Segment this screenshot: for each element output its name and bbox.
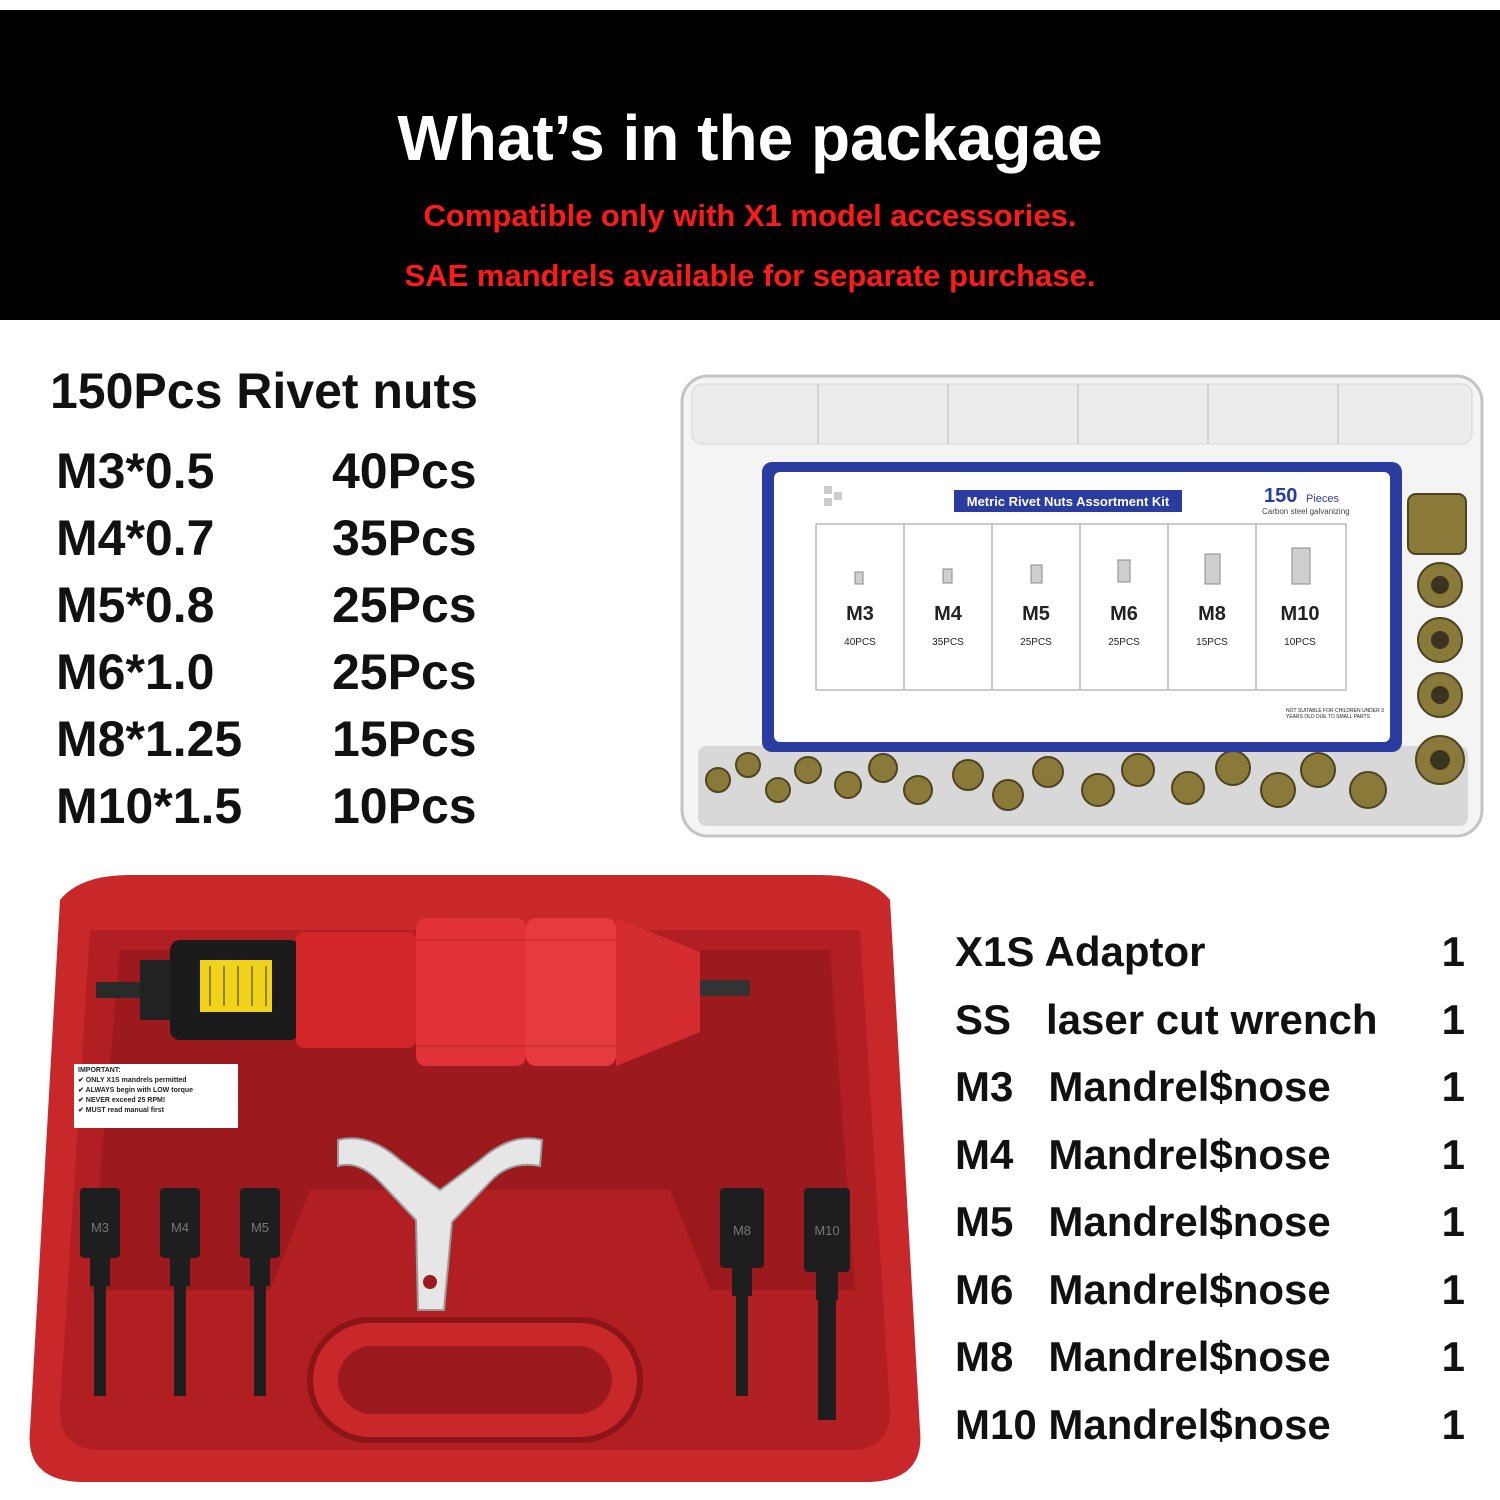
notice-line: ✔ NEVER exceed 25 RPM! xyxy=(78,1097,166,1104)
mandrel-label: M8 xyxy=(733,1223,751,1238)
svg-text:25PCS: 25PCS xyxy=(1020,637,1052,648)
kit-count: 150 xyxy=(1264,485,1297,507)
rivet-nuts-title: 150Pcs Rivet nuts xyxy=(50,363,478,419)
compatibility-note: Compatible only with X1 model accessorie… xyxy=(423,198,1077,233)
mandrel-label: M10 xyxy=(814,1223,839,1238)
kit-label: Metric Rivet Nuts Assortment Kit 150 Pie… xyxy=(762,462,1402,752)
mandrel-label: M5 xyxy=(251,1220,269,1235)
mandrel-set-right xyxy=(720,1188,850,1420)
adaptor-image xyxy=(96,918,750,1066)
svg-text:M10: M10 xyxy=(1281,603,1320,625)
page-title: What’s in the packagae xyxy=(397,102,1103,174)
tool-case-image: IMPORTANT: ✔ ONLY X1S mandrels permitted… xyxy=(29,875,921,1482)
mandrel-label: M4 xyxy=(171,1220,189,1235)
svg-text:10PCS: 10PCS xyxy=(1284,637,1316,648)
choking-warning: NOT SUITABLE FOR CHILDREN UNDER 3 YEARS … xyxy=(1286,708,1384,720)
sae-note: SAE mandrels available for separate purc… xyxy=(404,258,1096,293)
rivet-nut-pile xyxy=(698,493,1468,826)
svg-text:M8: M8 xyxy=(1198,603,1226,625)
header-banner: What’s in the packagae Compatible only w… xyxy=(0,10,1500,320)
notice-line: ✔ ONLY X1S mandrels permitted xyxy=(78,1077,187,1084)
mandrel-label: M3 xyxy=(91,1220,109,1235)
svg-text:M6: M6 xyxy=(1110,603,1138,625)
svg-text:M5: M5 xyxy=(1022,603,1050,625)
notice-line: ✔ ALWAYS begin with LOW torque xyxy=(78,1087,194,1094)
notice-line: ✔ MUST read manual first xyxy=(78,1107,164,1114)
wrench-image xyxy=(337,1137,544,1311)
svg-text:25PCS: 25PCS xyxy=(1108,637,1140,648)
svg-text:15PCS: 15PCS xyxy=(1196,637,1228,648)
mandrel-set-left xyxy=(80,1188,280,1396)
svg-text:Pieces: Pieces xyxy=(1306,493,1340,505)
svg-text:40PCS: 40PCS xyxy=(844,637,876,648)
kit-label-title: Metric Rivet Nuts Assortment Kit xyxy=(967,494,1170,509)
notice-heading: IMPORTANT: xyxy=(78,1067,121,1074)
svg-text:M4: M4 xyxy=(934,603,963,625)
safety-notice-card xyxy=(74,1064,238,1128)
svg-text:35PCS: 35PCS xyxy=(932,637,964,648)
kit-material: Carbon steel galvanizing xyxy=(1262,507,1350,516)
assortment-box-image: Metric Rivet Nuts Assortment Kit 150 Pie… xyxy=(680,374,1484,838)
svg-text:M3: M3 xyxy=(846,603,874,625)
